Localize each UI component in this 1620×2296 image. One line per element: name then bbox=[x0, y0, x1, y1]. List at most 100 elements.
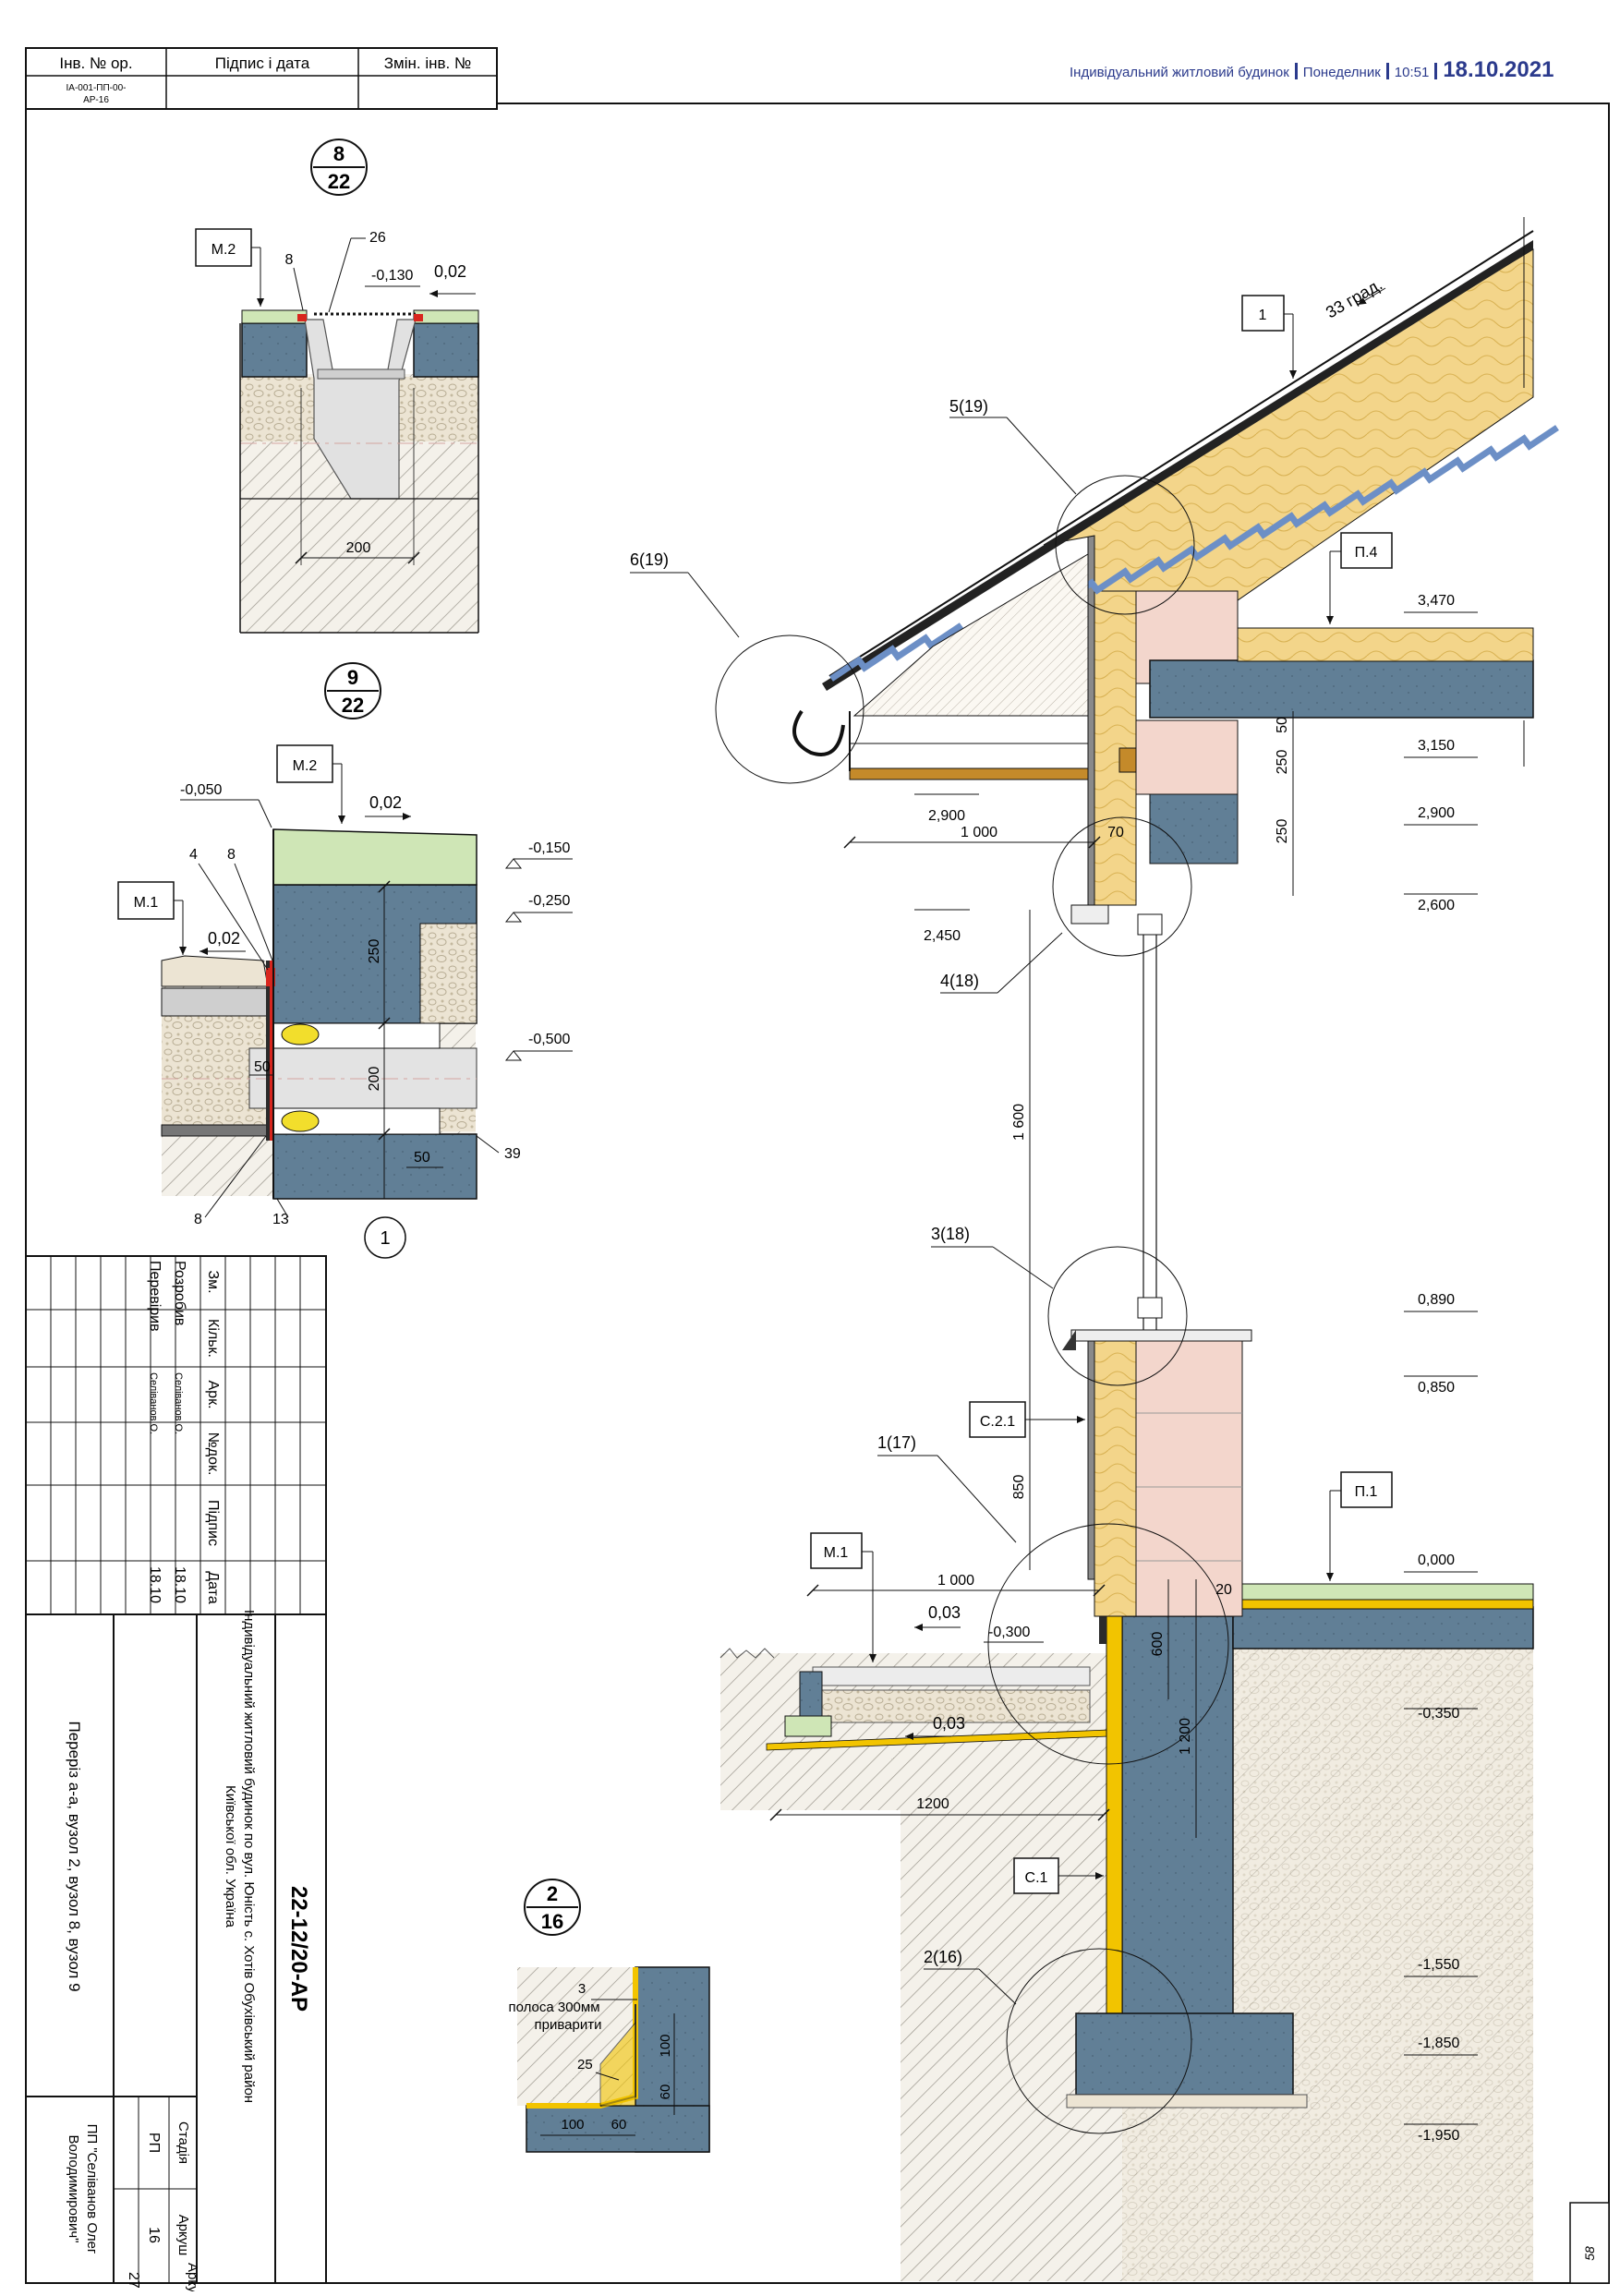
d2-num-25: 25 bbox=[577, 2057, 593, 2072]
label-1-box: 1 bbox=[1259, 308, 1267, 323]
elev-m1550: -1,550 bbox=[1418, 1957, 1459, 1973]
page-number: 58 bbox=[1582, 2246, 1597, 2261]
header-date: 18.10.2021 bbox=[1443, 57, 1554, 82]
label-p4: П.4 bbox=[1355, 545, 1378, 561]
header-separator bbox=[1434, 63, 1438, 79]
d9-elev1: -0,050 bbox=[180, 782, 222, 798]
d8-num-8: 8 bbox=[285, 252, 294, 268]
callout-1-17: 1(17) bbox=[877, 1433, 916, 1452]
d9-dim-250: 250 bbox=[367, 939, 382, 964]
tb-object-l1: Індивідуальний житловий будинок по вул. … bbox=[241, 1610, 257, 2103]
slope-a: 0,03 bbox=[928, 1603, 961, 1622]
d9-slope1: 0,02 bbox=[369, 793, 402, 812]
dim-70: 70 bbox=[1107, 825, 1124, 840]
d2-note-1: полоса 300мм bbox=[508, 2000, 599, 2015]
dim-50: 50 bbox=[1275, 717, 1290, 733]
d2-note-2: приварити bbox=[535, 2017, 602, 2033]
tb-head-ndok: №док. bbox=[205, 1432, 221, 1476]
dim-600: 600 bbox=[1150, 1632, 1166, 1657]
page-number-box bbox=[1569, 2202, 1610, 2284]
dim-1600: 1 600 bbox=[1011, 1104, 1027, 1141]
d8-num-26: 26 bbox=[369, 230, 386, 246]
callout-2-16: 2(16) bbox=[924, 1948, 962, 1966]
d2-dim-100h: 100 bbox=[561, 2117, 584, 2133]
tb-date-1: 18.10 bbox=[172, 1566, 187, 1603]
label-c21: С.2.1 bbox=[980, 1414, 1015, 1430]
detail-2-sheet: 16 bbox=[541, 1910, 563, 1933]
detail-8-num: 8 bbox=[333, 142, 345, 165]
stamp-col2-head: Підпис і дата bbox=[215, 54, 310, 72]
tb-stadia: РП bbox=[146, 2133, 162, 2153]
d9-num-39: 39 bbox=[504, 1146, 521, 1162]
d9-label-m2: М.2 bbox=[293, 758, 318, 774]
roof-angle: 33 град. bbox=[1323, 275, 1385, 322]
tb-date-2: 18.10 bbox=[147, 1566, 163, 1603]
detail-8: 8 22 200 М.2 8 26 bbox=[195, 139, 479, 634]
d9-slope2: 0,02 bbox=[208, 929, 240, 948]
roof-tiles bbox=[0, 0, 1, 1]
main-section: 5(19) 6(19) 4(18) 3(18) 1(17) 2(16) 1 33… bbox=[0, 0, 1559, 2281]
tb-head-stadia: Стадія bbox=[175, 2121, 191, 2164]
detail-9-sheet: 22 bbox=[342, 694, 364, 717]
d8-dim-200: 200 bbox=[346, 540, 371, 556]
dim-250a: 250 bbox=[1275, 750, 1290, 775]
elev-2900-left: 2,900 bbox=[928, 808, 965, 824]
elev-0000: 0,000 bbox=[1418, 1553, 1455, 1568]
d9-num-8b: 8 bbox=[194, 1212, 202, 1227]
dim-850: 850 bbox=[1011, 1475, 1027, 1500]
d9-elev-250: -0,250 bbox=[528, 893, 570, 909]
label-c1: С.1 bbox=[1025, 1870, 1048, 1886]
tb-object-l2: Київської обл. Україна bbox=[223, 1785, 238, 1928]
elev-0850: 0,850 bbox=[1418, 1380, 1455, 1396]
tb-code: 22-12/20-АР bbox=[286, 1886, 311, 2012]
d2-num-3: 3 bbox=[578, 1981, 586, 1997]
stamp-col3-head: Змін. інв. № bbox=[384, 54, 471, 72]
callout-5-19: 5(19) bbox=[949, 397, 988, 416]
tb-author-1: Селіванов О. bbox=[173, 1372, 184, 1434]
d9-dim-200: 200 bbox=[367, 1067, 382, 1092]
tb-sheet-title: Переріз а-а, вузол 2, вузол 8, вузол 9 bbox=[66, 1721, 83, 1991]
elev-2450: 2,450 bbox=[924, 928, 961, 944]
dim-1000-bottom: 1 000 bbox=[937, 1573, 974, 1589]
tb-arkushiv: 27 bbox=[126, 2272, 141, 2289]
slope-b: 0,03 bbox=[933, 1714, 965, 1733]
detail-9: 9 22 250 200 bbox=[117, 662, 573, 1259]
d2-dim-60v: 60 bbox=[658, 2085, 673, 2100]
tb-head-arkushiv: Аркушів bbox=[185, 2263, 200, 2291]
tb-head-ark: Арк. bbox=[205, 1380, 221, 1408]
elev-2600: 2,600 bbox=[1418, 898, 1455, 913]
elev-m0300: -0,300 bbox=[988, 1625, 1030, 1640]
header-time: 10:51 bbox=[1394, 65, 1430, 80]
tb-head-arkush: Аркуш bbox=[175, 2215, 191, 2256]
header-project: Індивідуальний житловий будинок bbox=[1070, 65, 1289, 80]
d9-num-4: 4 bbox=[189, 847, 198, 863]
detail-8-sheet: 22 bbox=[328, 170, 350, 193]
top-stamp: Інв. № ор. Підпис і дата Змін. інв. № ІА… bbox=[25, 47, 498, 110]
callout-3-18: 3(18) bbox=[931, 1225, 970, 1243]
d9-circle-1: 1 bbox=[380, 1228, 390, 1249]
elev-m0350: -0,350 bbox=[1418, 1706, 1459, 1722]
header-separator bbox=[1385, 63, 1389, 79]
tb-company-l2: Володимирович" bbox=[66, 2135, 81, 2243]
title-block: Зм. Кільк. Арк. №док. Підпис Дата Розроб… bbox=[25, 1255, 327, 2296]
tb-head-zm: Зм. bbox=[205, 1270, 221, 1293]
stamp-col1-head: Інв. № ор. bbox=[59, 54, 132, 72]
elev-0890: 0,890 bbox=[1418, 1292, 1455, 1308]
tb-arkush: 16 bbox=[146, 2227, 162, 2243]
dim-1200-h: 1200 bbox=[916, 1796, 949, 1812]
d9-num-13: 13 bbox=[272, 1212, 289, 1227]
dim-1000-top: 1 000 bbox=[961, 825, 997, 840]
detail-2-num: 2 bbox=[547, 1882, 558, 1905]
callout-4-18: 4(18) bbox=[940, 972, 979, 990]
dim-1200-v: 1 200 bbox=[1178, 1718, 1193, 1755]
tb-head-pidpys: Підпис bbox=[205, 1500, 221, 1546]
stamp-col1-value-l2: АР-16 bbox=[83, 95, 109, 105]
d9-dim-50a: 50 bbox=[254, 1059, 271, 1075]
d8-label-m2: М.2 bbox=[212, 242, 236, 258]
tb-author-2: Селіванов О. bbox=[148, 1372, 159, 1434]
dim-20: 20 bbox=[1215, 1582, 1232, 1598]
label-p1: П.1 bbox=[1355, 1484, 1378, 1500]
